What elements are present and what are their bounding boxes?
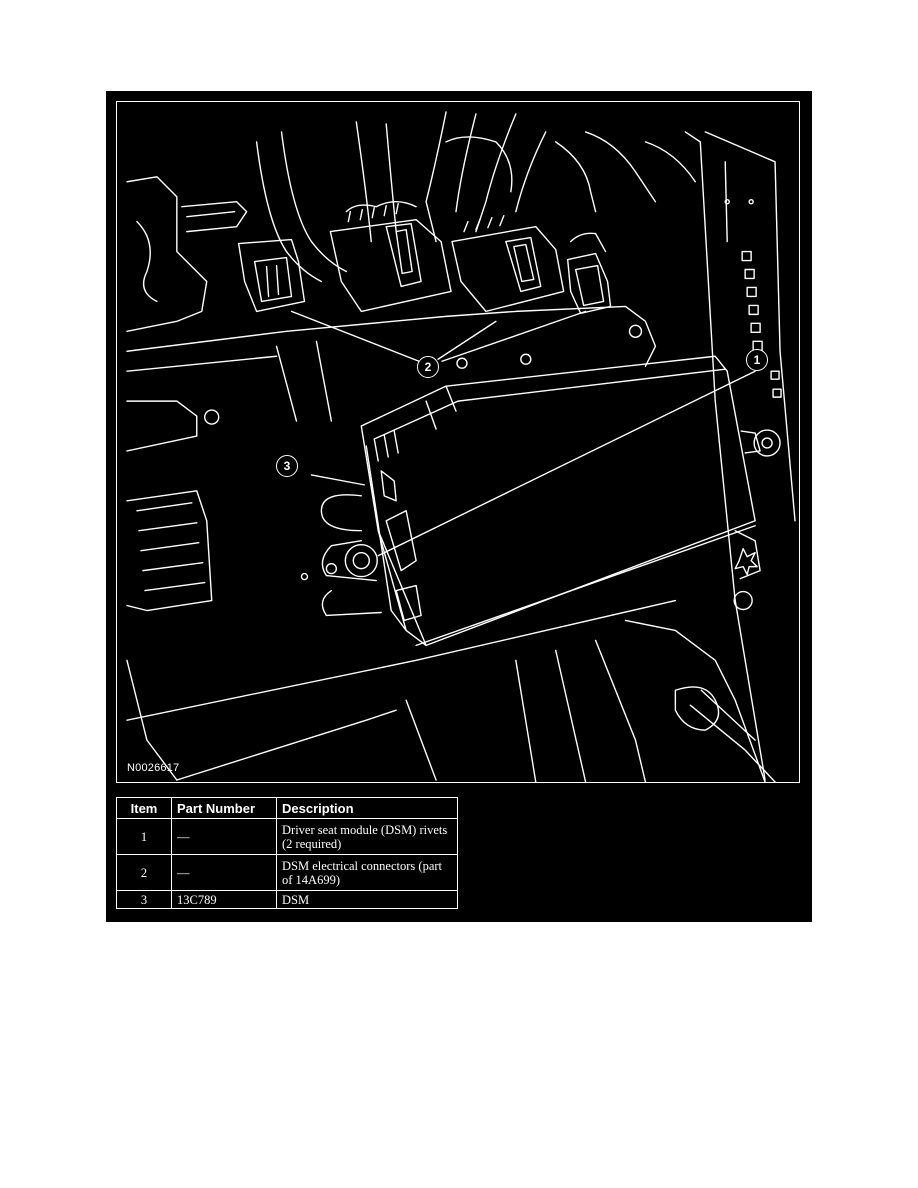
- header-part-number: Part Number: [171, 797, 277, 819]
- cell-description: DSM electrical connectors (part of 14A69…: [276, 854, 458, 891]
- table-row: 1 — Driver seat module (DSM) rivets (2 r…: [116, 818, 458, 855]
- callout-2: 2: [417, 356, 439, 378]
- cell-part-number: —: [171, 854, 277, 891]
- illustration-panel: 1 2 3 N0026617 Item Part Number Descript…: [106, 91, 812, 922]
- cell-description: DSM: [276, 890, 458, 909]
- cell-part-number: 13C789: [171, 890, 277, 909]
- dsm-illustration: [126, 111, 796, 782]
- cell-item: 1: [116, 818, 172, 855]
- figure-frame: 1 2 3 N0026617: [116, 101, 800, 783]
- cell-item: 2: [116, 854, 172, 891]
- cell-item: 3: [116, 890, 172, 909]
- header-description: Description: [276, 797, 458, 819]
- table-row: 2 — DSM electrical connectors (part of 1…: [116, 854, 458, 891]
- parts-table: Item Part Number Description 1 — Driver …: [116, 797, 458, 909]
- figure-id-label: N0026617: [127, 762, 180, 774]
- callout-1: 1: [746, 349, 768, 371]
- table-header-row: Item Part Number Description: [116, 797, 458, 819]
- cell-description: Driver seat module (DSM) rivets (2 requi…: [276, 818, 458, 855]
- callout-3: 3: [276, 455, 298, 477]
- table-row: 3 13C789 DSM: [116, 890, 458, 909]
- header-item: Item: [116, 797, 172, 819]
- cell-part-number: —: [171, 818, 277, 855]
